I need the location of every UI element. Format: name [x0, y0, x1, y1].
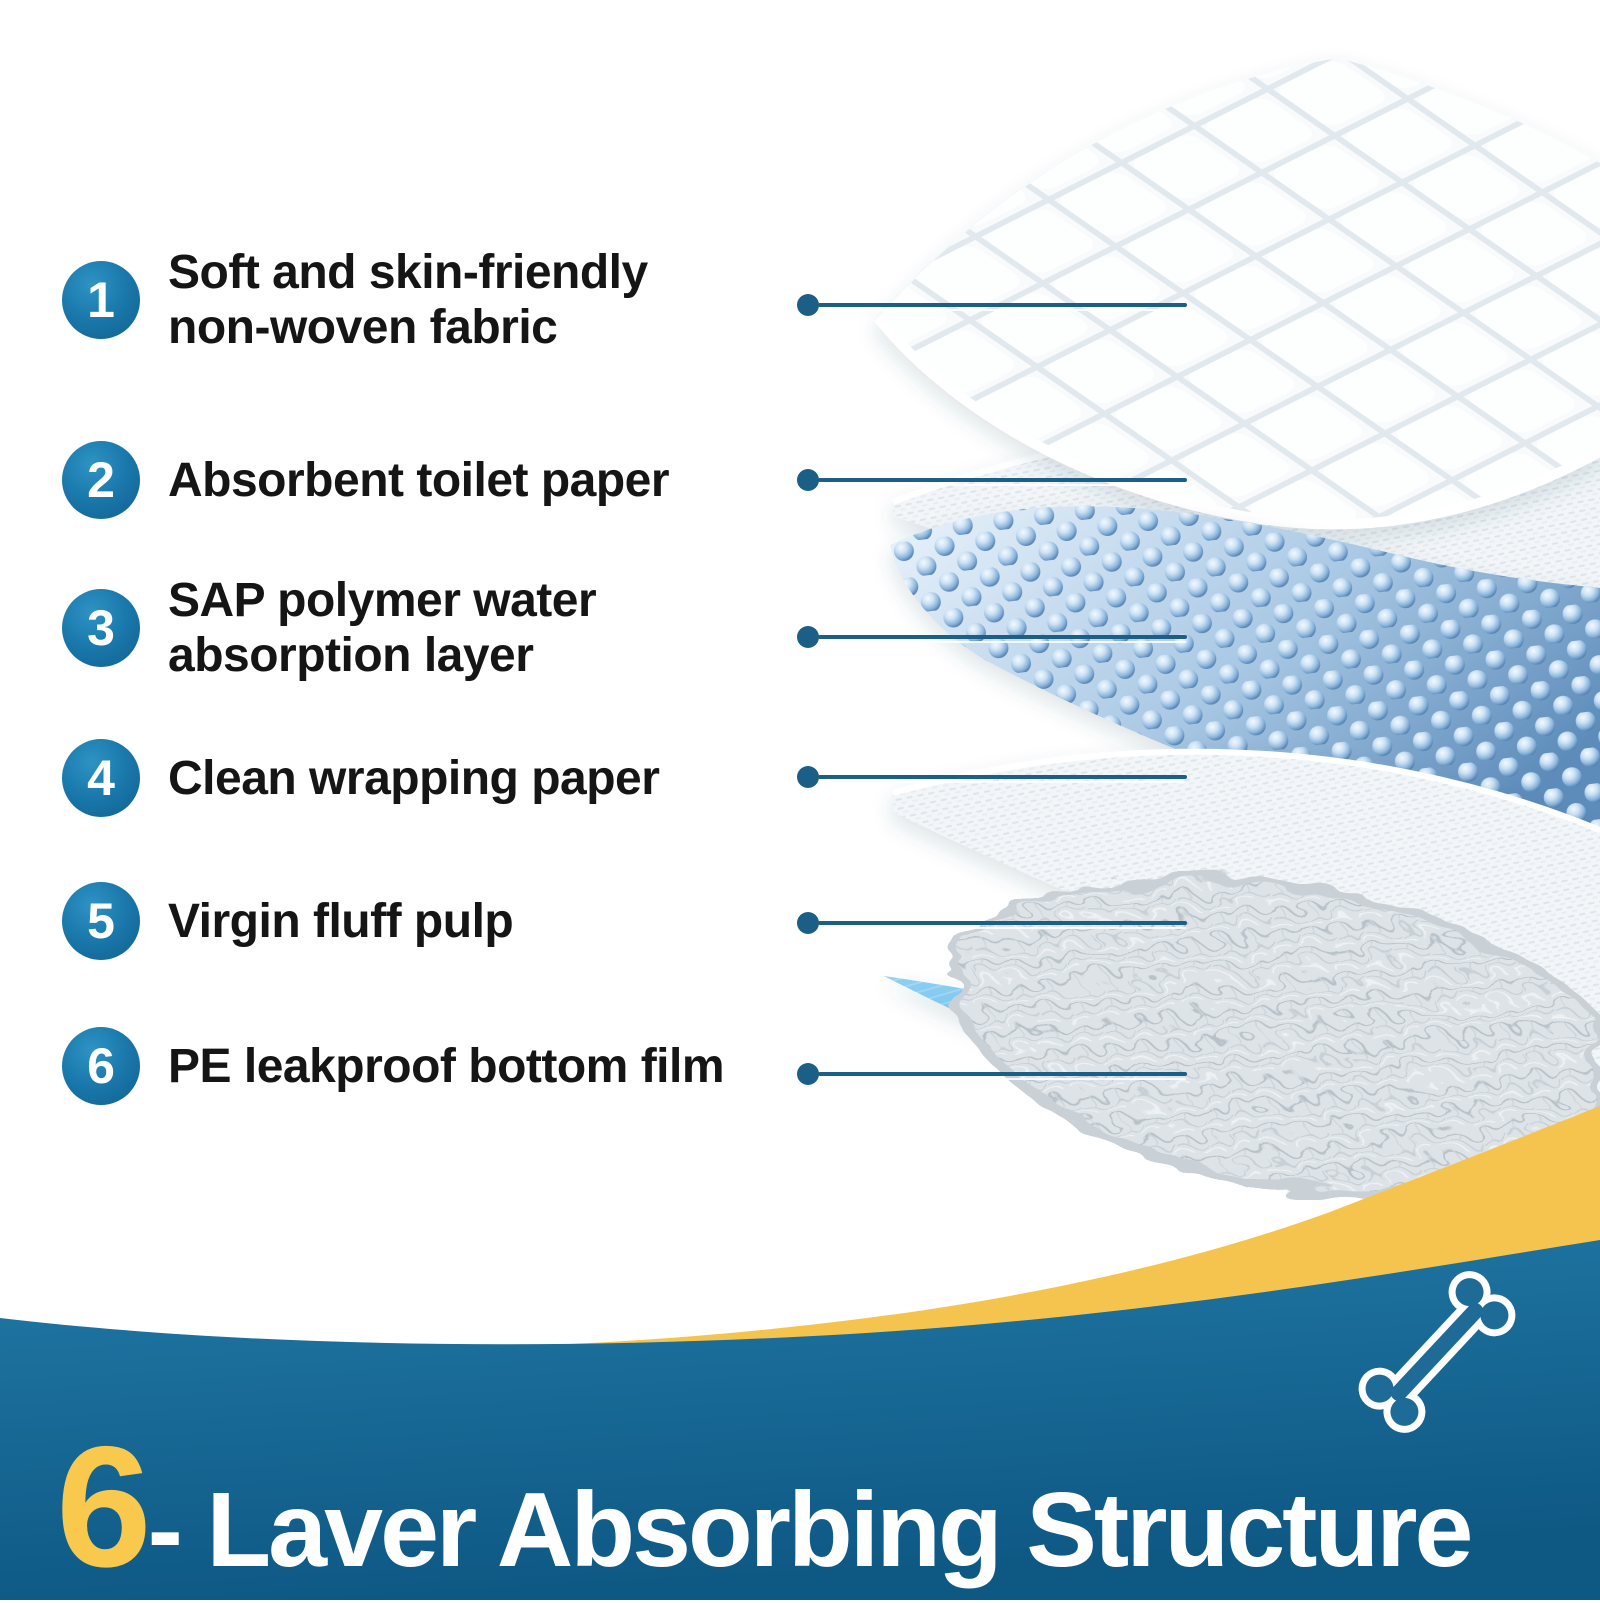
step-4-number: 4 — [87, 750, 115, 806]
step-2-number: 2 — [87, 452, 115, 508]
legend-label-5: Virgin fluff pulp — [168, 894, 514, 948]
bone-icon — [1358, 1271, 1516, 1433]
legend-label-1: Soft and skin-friendly non-woven fabric — [168, 246, 648, 354]
nonwoven-fabric-layer — [874, 58, 1600, 530]
legend-item-6: 6 PE leakproof bottom film — [62, 1027, 725, 1105]
legend-item-2: 2 Absorbent toilet paper — [62, 441, 670, 519]
step-6-number: 6 — [87, 1038, 115, 1094]
step-3-number: 3 — [87, 600, 115, 656]
legend-label-2: Absorbent toilet paper — [168, 453, 670, 507]
step-6-badge: 6 — [62, 1027, 140, 1105]
step-1-badge: 1 — [62, 261, 140, 339]
banner-big-number: 6 — [56, 1410, 152, 1603]
step-4-badge: 4 — [62, 739, 140, 817]
legend-item-3: 3 SAP polymer water absorption layer — [62, 573, 597, 683]
step-2-badge: 2 — [62, 441, 140, 519]
step-3-badge: 3 — [62, 589, 140, 667]
legend-item-4: 4 Clean wrapping paper — [62, 739, 660, 817]
fluff-pulp-layer — [950, 874, 1600, 1200]
banner-background — [0, 1240, 1600, 1600]
legend-item-5: 5 Virgin fluff pulp — [62, 882, 514, 960]
leader-lines — [797, 294, 1187, 1085]
legend-label-6: PE leakproof bottom film — [168, 1039, 725, 1093]
step-5-number: 5 — [87, 893, 115, 949]
banner-title-text: - Laver Absorbing Structure — [147, 1470, 1474, 1589]
legend-label-3: SAP polymer water absorption layer — [168, 574, 597, 682]
step-1-number: 1 — [87, 272, 115, 328]
step-5-badge: 5 — [62, 882, 140, 960]
legend-label-4: Clean wrapping paper — [168, 751, 660, 805]
legend-item-1: 1 Soft and skin-friendly non-woven fabri… — [62, 245, 648, 355]
banner-title: 6 - Laver Absorbing Structure — [56, 1410, 1474, 1603]
